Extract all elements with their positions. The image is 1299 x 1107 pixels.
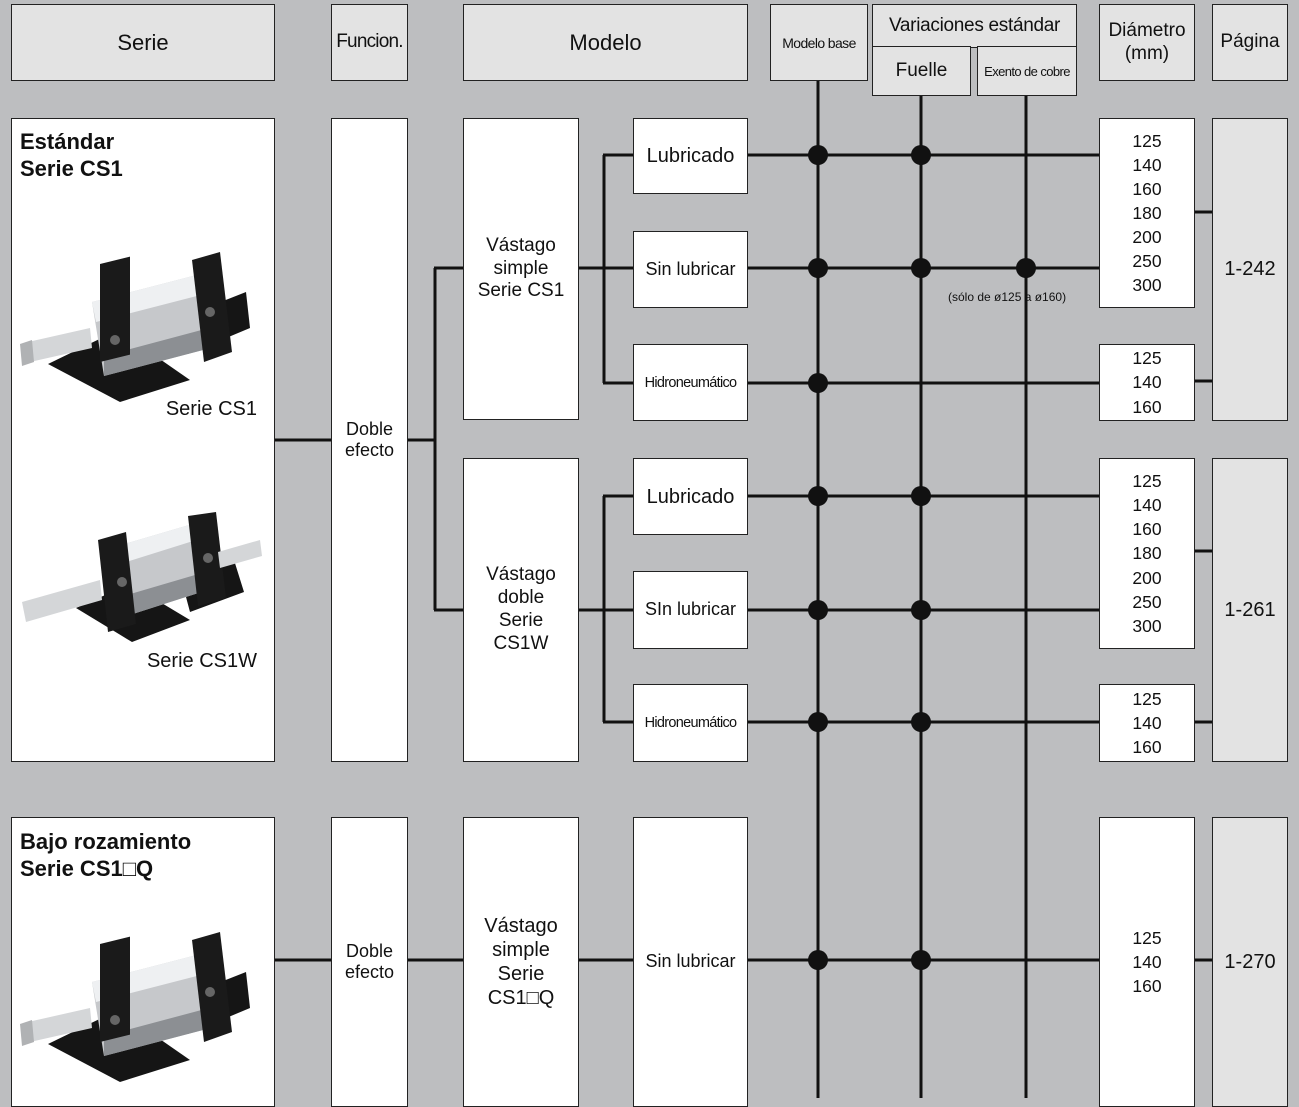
bore-list: 125 140 160 bbox=[1132, 688, 1162, 758]
dot-lubricado-single-base bbox=[808, 145, 828, 165]
dot-hidro-double-fuelle bbox=[911, 712, 931, 732]
header-modelo: Modelo bbox=[463, 4, 748, 81]
series-box-standard bbox=[11, 118, 275, 762]
header-fuelle: Fuelle bbox=[872, 46, 971, 96]
function-box-low-friction: Doble efecto bbox=[331, 817, 408, 1107]
model-label-low-friction: Vástago simple Serie CS1□Q bbox=[484, 915, 558, 1009]
header-funcion-label: Funcion. bbox=[336, 31, 403, 53]
dot-sin-lubricar-double-fuelle bbox=[911, 600, 931, 620]
model-label-single-rod: Vástago simple Serie CS1 bbox=[477, 234, 565, 302]
type-label: SIn lubricar bbox=[644, 599, 737, 620]
bore-box-low-friction: 125 140 160 bbox=[1099, 817, 1195, 1107]
type-label: Lubricado bbox=[646, 145, 735, 167]
cylinder-cs1-photo bbox=[20, 252, 250, 402]
dot-lubricado-double-base bbox=[808, 486, 828, 506]
bore-box-single-main: 125 140 160 180 200 250 300 bbox=[1099, 118, 1195, 308]
dot-low-friction-fuelle bbox=[911, 950, 931, 970]
dot-lubricado-single-fuelle bbox=[911, 145, 931, 165]
dot-hidro-single-base bbox=[808, 373, 828, 393]
cylinder-cs1q-photo bbox=[20, 932, 250, 1082]
page-box-cs1: 1-242 bbox=[1212, 118, 1288, 421]
header-diametro-label: Diámetro (mm) bbox=[1108, 19, 1186, 64]
dot-hidro-double-base bbox=[808, 712, 828, 732]
page-ref-cs1q: 1-270 bbox=[1224, 950, 1276, 973]
type-label: Sin lubricar bbox=[645, 258, 736, 279]
header-fuelle-label: Fuelle bbox=[895, 59, 948, 81]
type-label: Lubricado bbox=[646, 485, 735, 508]
type-box-sin-lubricar-single: Sin lubricar bbox=[633, 231, 748, 308]
dot-sin-lubricar-single-base bbox=[808, 258, 828, 278]
type-label-low-friction: Sin lubricar bbox=[645, 951, 736, 972]
type-label: Hidroneumático bbox=[644, 374, 737, 391]
bore-box-double-hydro: 125 140 160 bbox=[1099, 684, 1195, 762]
function-label-standard: Doble efecto bbox=[344, 419, 395, 460]
dot-sin-lubricar-single-fuelle bbox=[911, 258, 931, 278]
page-box-cs1w: 1-261 bbox=[1212, 458, 1288, 762]
bore-list: 125 140 160 180 200 250 300 bbox=[1132, 471, 1162, 636]
header-modelo-base-label: Modelo base bbox=[782, 34, 856, 51]
series-title-standard: Estándar Serie CS1 bbox=[20, 129, 123, 181]
type-box-lubricado-single: Lubricado bbox=[633, 118, 748, 194]
type-box-hidroneumatico-single: Hidroneumático bbox=[633, 344, 748, 421]
model-box-single-rod: Vástago simple Serie CS1 bbox=[463, 118, 579, 420]
header-serie: Serie bbox=[11, 4, 275, 81]
photo-label-cs1: Serie CS1 bbox=[165, 398, 257, 420]
header-pagina: Página bbox=[1212, 4, 1288, 81]
type-box-hidroneumatico-double: Hidroneumático bbox=[633, 684, 748, 762]
header-modelo-label: Modelo bbox=[569, 29, 642, 55]
bore-box-single-hydro: 125 140 160 bbox=[1099, 344, 1195, 421]
photo-label-cs1w: Serie CS1W bbox=[146, 650, 257, 672]
dot-lubricado-double-fuelle bbox=[911, 486, 931, 506]
header-exento-label: Exento de cobre bbox=[984, 63, 1070, 79]
header-variaciones-label: Variaciones estándar bbox=[888, 14, 1061, 36]
series-title-low-friction: Bajo rozamiento Serie CS1□Q bbox=[20, 829, 192, 881]
type-box-lubricado-double: Lubricado bbox=[633, 458, 748, 535]
page-ref-cs1w: 1-261 bbox=[1224, 598, 1276, 621]
dot-low-friction-base bbox=[808, 950, 828, 970]
header-funcion: Funcion. bbox=[331, 4, 408, 81]
note-copper-free: (sólo de ø125 a ø160) bbox=[948, 290, 1067, 304]
bore-box-double-main: 125 140 160 180 200 250 300 bbox=[1099, 458, 1195, 649]
dot-sin-lubricar-single-exento bbox=[1016, 258, 1036, 278]
cylinder-cs1w-photo bbox=[22, 512, 262, 642]
page-box-cs1q: 1-270 bbox=[1212, 817, 1288, 1107]
header-pagina-label: Página bbox=[1220, 31, 1280, 53]
type-box-low-friction: Sin lubricar bbox=[633, 817, 748, 1107]
type-box-sin-lubricar-double: SIn lubricar bbox=[633, 571, 748, 649]
type-label: Hidroneumático bbox=[644, 715, 737, 731]
dot-sin-lubricar-double-base bbox=[808, 600, 828, 620]
page-ref-cs1: 1-242 bbox=[1224, 258, 1276, 280]
model-box-double-rod: Vástago doble Serie CS1W bbox=[463, 458, 579, 762]
function-label-low-friction: Doble efecto bbox=[344, 941, 395, 982]
model-box-low-friction: Vástago simple Serie CS1□Q bbox=[463, 817, 579, 1107]
header-diametro: Diámetro (mm) bbox=[1099, 4, 1195, 81]
header-serie-label: Serie bbox=[117, 29, 169, 55]
bore-list: 125 140 160 180 200 250 300 bbox=[1132, 130, 1162, 296]
header-variaciones: Variaciones estándar bbox=[872, 4, 1077, 48]
model-label-double-rod: Vástago doble Serie CS1W bbox=[486, 564, 556, 654]
header-modelo-base: Modelo base bbox=[770, 4, 868, 81]
function-box-standard: Doble efecto bbox=[331, 118, 408, 762]
bore-list: 125 140 160 bbox=[1132, 927, 1162, 997]
bore-list: 125 140 160 bbox=[1132, 348, 1162, 417]
header-exento: Exento de cobre bbox=[977, 46, 1077, 96]
